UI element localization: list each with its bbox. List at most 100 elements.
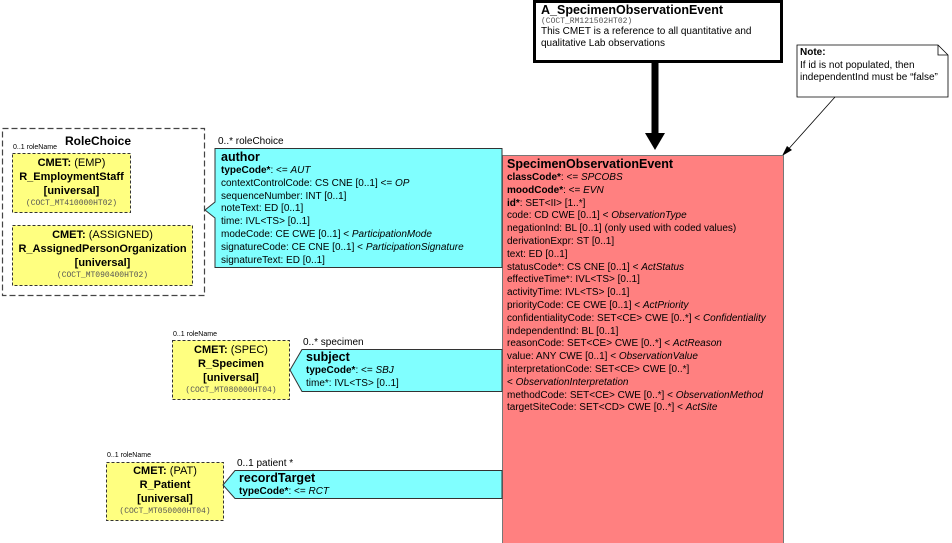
attribute-name: time <box>221 216 240 228</box>
attribute-name: effectiveTime* <box>507 274 570 286</box>
attribute-type: : <= <box>560 172 581 183</box>
attribute-type: : SET<CE> CWE [0..*] <box>589 363 690 375</box>
attribute-row: typeCode*: <= AUT <box>221 165 464 178</box>
attribute-row: confidentialityCode: SET<CE> CWE [0..*] … <box>507 313 766 326</box>
cmet-name: R_EmploymentStaff <box>19 171 124 183</box>
attribute-name: targetSiteCode <box>507 402 574 414</box>
attribute-row: interpretationCode: SET<CE> CWE [0..*] <box>507 364 766 377</box>
record-target-shape <box>222 470 503 499</box>
record-target-title: recordTarget <box>239 471 316 485</box>
attribute-vocabulary: ActReason <box>672 338 722 350</box>
attribute-vocabulary: Confidentiality <box>702 312 766 324</box>
note-arrow-icon <box>782 146 792 156</box>
attribute-name: id* <box>507 197 520 209</box>
attribute-row: text: ED [0..1] <box>507 249 766 262</box>
cmet-label: CMET: <box>133 465 167 477</box>
attribute-vocabulary: RCT <box>308 486 330 497</box>
entry-point-description-2: qualitative Lab observations <box>541 38 665 49</box>
main-class-box <box>502 155 784 543</box>
attribute-row: negationInd: BL [0..1] (only used with c… <box>507 223 766 236</box>
attribute-type: : ST [0..1] <box>570 235 615 247</box>
note-fold-icon <box>937 45 948 56</box>
attribute-name: modeCode <box>221 228 270 240</box>
role-choice-title: RoleChoice <box>65 134 132 148</box>
attribute-name: statusCode* <box>507 261 562 273</box>
attribute-vocabulary: ObservationValue <box>618 351 698 363</box>
role-name-label: 0..1 roleName <box>13 144 57 151</box>
note-line-1: If id is not populated, then <box>800 59 915 71</box>
attribute-vocabulary: EVN <box>583 184 604 196</box>
subject-shape <box>289 349 503 392</box>
attribute-type: : CE CWE [0..1] < <box>560 299 643 311</box>
record-target-association-label: 0..1 patient * <box>237 458 294 469</box>
attribute-row: reasonCode: SET<CE> CWE [0..*] < ActReas… <box>507 338 766 351</box>
cmet-type: (PAT) <box>169 465 197 477</box>
cmet-scope: [universal] <box>43 185 100 197</box>
attribute-name: noteText <box>221 203 259 215</box>
attribute-vocabulary: ObservationMethod <box>675 389 763 401</box>
attribute-row: derivationExpr: ST [0..1] <box>507 236 766 249</box>
cmet-name: R_AssignedPersonOrganization <box>18 243 187 255</box>
attribute-row: sequenceNumber: INT [0..1] <box>221 191 464 204</box>
attribute-name: code <box>507 210 529 222</box>
attribute-vocabulary: ObservationType <box>611 210 687 222</box>
attribute-row: noteText: ED [0..1] <box>221 203 464 216</box>
attribute-vocabulary: ParticipationMode <box>351 228 432 240</box>
attribute-row: priorityCode: CE CWE [0..1] < ActPriorit… <box>507 300 766 313</box>
attribute-type: : <= <box>270 165 291 176</box>
entry-point: A_SpecimenObservationEvent (COCT_RM12150… <box>541 3 751 50</box>
attribute-row: typeCode*: <= SBJ <box>306 365 399 378</box>
cmet-spec-box <box>172 340 290 400</box>
attribute-type: : CD CWE [0..1] < <box>528 210 612 222</box>
cmet-code: (COCT_MT050000HT04) <box>119 507 211 516</box>
entry-point-title: A_SpecimenObservationEvent <box>541 3 724 17</box>
attribute-row: id*: SET<II> [1..*] <box>507 198 766 211</box>
attribute-type: : SET<CE> CWE [0..*] < <box>564 389 676 401</box>
entry-point-code: (COCT_RM121502HT02) <box>541 17 633 26</box>
attribute-vocabulary: ActStatus <box>641 261 685 273</box>
cmet-scope: [universal] <box>203 372 259 384</box>
attribute-name: derivationExpr <box>507 235 571 247</box>
attribute-name: priorityCode <box>507 299 561 311</box>
attribute-row: statusCode*: CS CNE [0..1] < ActStatus <box>507 262 766 275</box>
attribute-row: code: CD CWE [0..1] < ObservationType <box>507 210 766 223</box>
cmet-assigned-box <box>12 225 193 286</box>
attribute-name: time* <box>306 377 329 389</box>
attribute-type: : CE CWE [0..1] < <box>269 228 352 240</box>
attribute-vocabulary: AUT <box>290 165 311 176</box>
cmet-label: CMET: <box>37 157 72 169</box>
cmet-label: CMET: <box>194 344 228 356</box>
cmet-code: (COCT_MT090400HT02) <box>56 271 149 280</box>
record-target-attributes: typeCode*: <= RCT <box>239 486 329 499</box>
attribute-type: : CS CNE [0..1] < <box>561 261 642 273</box>
cmet-type: (SPEC) <box>230 344 268 356</box>
attribute-row: moodCode*: <= EVN <box>507 185 766 198</box>
attribute-name: typeCode* <box>239 486 289 497</box>
attribute-type: : ANY CWE [0..1] < <box>530 351 619 363</box>
attribute-name: reasonCode <box>507 338 562 350</box>
cmet-header: CMET: (PAT) <box>106 464 224 478</box>
attribute-row: targetSiteCode: SET<CD> CWE [0..*] < Act… <box>507 402 766 415</box>
cmet-header: CMET: (SPEC) <box>172 343 290 357</box>
note-connector <box>784 96 836 154</box>
attribute-name: signatureText <box>221 254 281 266</box>
attribute-type: : IVL<TS> [0..1] <box>239 216 310 228</box>
attribute-type: : INT [0..1] <box>299 190 347 202</box>
cmet-assigned[interactable]: CMET: (ASSIGNED)R_AssignedPersonOrganiza… <box>12 228 193 282</box>
attribute-name: text <box>507 248 524 260</box>
attribute-row: typeCode*: <= RCT <box>239 486 329 499</box>
cmet-scope: [universal] <box>74 257 131 269</box>
subject-association-label: 0..* specimen <box>303 337 364 348</box>
author-association-label: 0..* roleChoice <box>218 136 284 147</box>
attribute-name: value <box>507 351 531 363</box>
attribute-vocabulary: ObservationInterpretation <box>515 376 629 388</box>
attribute-type: : <= <box>355 365 376 376</box>
attribute-vocabulary: SBJ <box>375 365 394 376</box>
attribute-vocabulary: ActPriority <box>642 299 689 311</box>
attribute-name: typeCode* <box>221 165 271 176</box>
